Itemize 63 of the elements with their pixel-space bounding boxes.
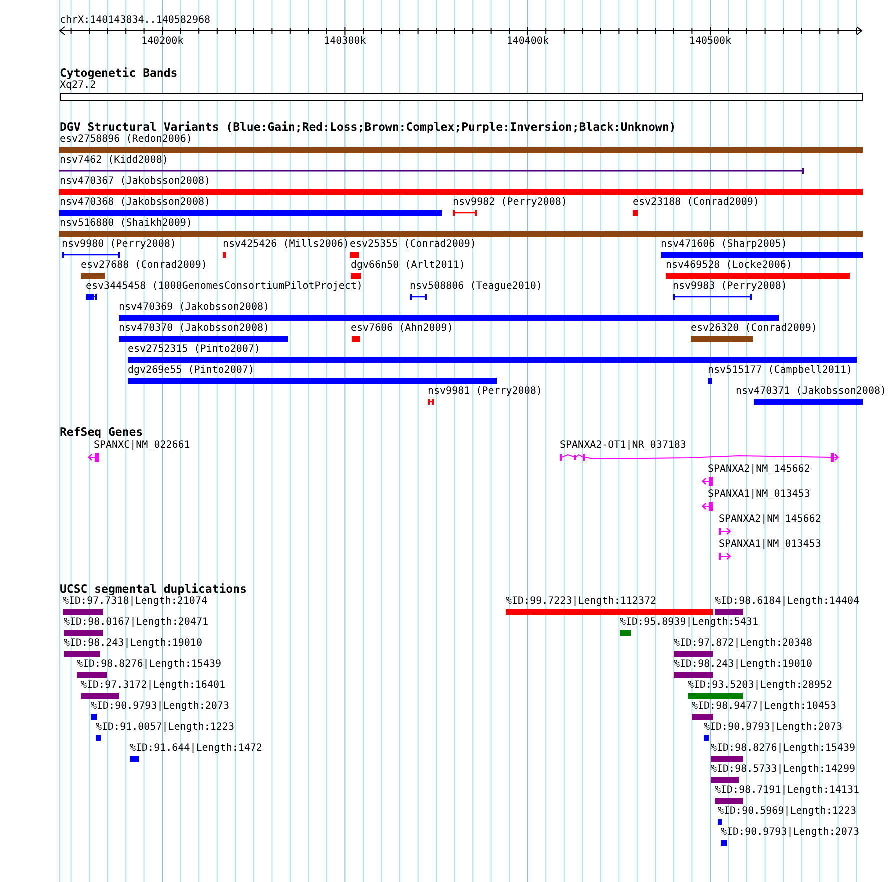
feature-label: nsv425426 (Mills2006) [223, 239, 350, 251]
feature-label: %ID:98.8276|Length:15439 [77, 659, 222, 671]
feature-label: %ID:93.5203|Length:28952 [688, 680, 832, 692]
feature-label: nsv470371 (Jakobsson2008) [736, 386, 887, 398]
track-heading: UCSC segmental duplications [60, 583, 247, 596]
feature-label: %ID:97.7318|Length:21074 [63, 596, 208, 608]
location-label: chrX:140143834..140582968 [60, 14, 211, 27]
feature-label: %ID:90.9793|Length:2073 [704, 722, 842, 734]
feature-label: Xq27.2 [60, 80, 98, 92]
feature-label: nsv516880 (Shaikh2009) [60, 218, 194, 230]
feature-label: %ID:98.0167|Length:20471 [64, 617, 208, 629]
feature-label: nsv470367 (Jakobsson2008) [60, 176, 212, 188]
feature-label: nsv7462 (Kidd2008) [60, 155, 170, 167]
track-heading: RefSeq Genes [60, 426, 144, 439]
feature-label: nsv515177 (Campbell2011) [708, 365, 852, 377]
feature-label: nsv508806 (Teague2010) [410, 281, 542, 293]
feature-label: %ID:90.9793|Length:2073 [91, 701, 230, 713]
feature-label: %ID:90.9793|Length:2073 [721, 827, 860, 839]
feature-label: esv2758896 (Redon2006) [60, 134, 194, 146]
tick-label: 140300k [324, 35, 366, 48]
feature-label: nsv469528 (Locke2006) [666, 260, 794, 272]
feature-label: nsv470369 (Jakobsson2008) [119, 302, 271, 314]
feature-label: %ID:91.0057|Length:1223 [96, 722, 234, 734]
feature-label: %ID:98.5733|Length:14299 [711, 764, 856, 776]
feature-label: nsv9980 (Perry2008) [62, 239, 176, 251]
feature-label: SPANXA1|NM_013453 [719, 539, 822, 551]
feature-label: esv26320 (Conrad2009) [691, 323, 818, 335]
feature-label: dgv66n50 (Arlt2011) [351, 260, 466, 272]
feature-label: %ID:98.6184|Length:14404 [715, 596, 860, 608]
feature-label: esv27688 (Conrad2009) [81, 260, 208, 272]
feature-label: %ID:99.7223|Length:112372 [506, 596, 658, 608]
feature-label: %ID:98.8276|Length:15439 [711, 743, 856, 755]
feature-label: esv23188 (Conrad2009) [633, 197, 760, 209]
feature-label: SPANXC|NM_022661 [94, 440, 190, 452]
feature-label: %ID:98.9477|Length:10453 [692, 701, 836, 713]
feature-label: dgv269e55 (Pinto2007) [128, 365, 256, 377]
track-heading: DGV Structural Variants (Blue:Gain;Red:Loss;Brown:Complex;Purple:Inversion;Black:Unknown) [60, 121, 676, 134]
feature-label: nsv9982 (Perry2008) [453, 197, 568, 209]
feature-label: %ID:95.8939|Length:5431 [620, 617, 758, 629]
feature-label: nsv9981 (Perry2008) [428, 386, 542, 398]
feature-label: SPANXA2|NM_145662 [719, 514, 822, 526]
tick-label: 140200k [142, 35, 184, 48]
feature-label: %ID:90.5969|Length:1223 [718, 806, 856, 818]
feature-label: %ID:98.243|Length:19010 [64, 638, 202, 650]
feature-label: %ID:91.644|Length:1472 [130, 743, 262, 755]
feature-label: nsv471606 (Sharp2005) [661, 239, 788, 251]
feature-label: SPANXA2-OT1|NR_037183 [560, 440, 688, 452]
feature-label: esv25355 (Conrad2009) [350, 239, 476, 251]
feature-label: %ID:97.3172|Length:16401 [81, 680, 226, 692]
feature-label: nsv470370 (Jakobsson2008) [119, 323, 271, 335]
feature-label: esv3445458 (1000GenomesConsortiumPilotProject) [86, 281, 363, 293]
feature-label: %ID:98.243|Length:19010 [674, 659, 812, 671]
feature-label: nsv9983 (Perry2008) [673, 281, 788, 293]
track-heading: Cytogenetic Bands [60, 67, 178, 80]
feature-label: %ID:98.7191|Length:14131 [715, 785, 860, 797]
tick-label: 140500k [689, 35, 732, 48]
tick-label: 140400k [506, 35, 549, 48]
feature-label: SPANXA2|NM_145662 [708, 464, 810, 476]
feature-label: nsv470368 (Jakobsson2008) [60, 197, 212, 209]
feature-label: SPANXA1|NM_013453 [708, 489, 810, 501]
feature-label: esv7606 (Ahn2009) [351, 323, 454, 335]
feature-label: esv2752315 (Pinto2007) [128, 344, 262, 356]
feature-label: %ID:97.872|Length:20348 [674, 638, 812, 650]
